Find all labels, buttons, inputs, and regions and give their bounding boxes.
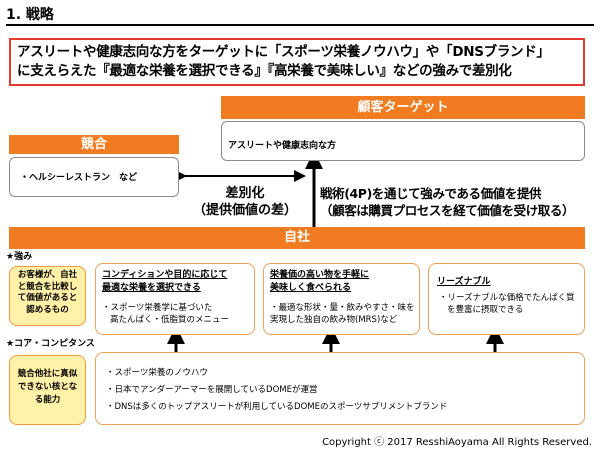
headline-line-2: に支えらえた『最適な栄養を選択できる』『高栄養で美味しい』などの強みで差別化 [17, 63, 512, 79]
customer-target-box: アスリートや健康志向な方 [221, 121, 585, 161]
tactics-label: 戦術(4P)を通じて強みである価値を提供 （顧客は購買プロセスを経て価値を受け取… [320, 185, 598, 219]
strengths-section-label: ★強み [6, 252, 33, 262]
differentiation-label: 差別化 （提供価値の差） [190, 185, 300, 219]
strength-2-desc-2: 実現した独自の飲み物(MRS)など [270, 315, 398, 325]
competitor-item: ・ヘルシーレストラン など [20, 173, 138, 183]
strength-2-title-1: 栄養価の高い物を手軽に [270, 270, 370, 280]
strength-1-title-2: 最適な栄養を選択できる [102, 283, 201, 293]
differentiation-line-1: 差別化 [225, 186, 265, 201]
strengths-side-note: お客様が、自社と競合を比較して価値があると認めるもの [9, 266, 86, 326]
core-item-2: ・日本でアンダーアーマーを展開しているDOMEが運営 [106, 385, 318, 395]
strength-3-desc-2: を豊富に摂取できる [447, 305, 524, 315]
tactics-line-1: 戦術(4P)を通じて強みである価値を提供 [320, 186, 542, 201]
competitor-header: 競合 [9, 135, 179, 154]
strength-card-2: 栄養価の高い物を手軽に 美味しく食べられる ・最適な形状・量・飲みやすさ・味を … [263, 263, 420, 335]
strength-1-title-1: コンディションや目的に応じて [102, 270, 228, 280]
strength-2-desc-1: ・最適な形状・量・飲みやすさ・味を [270, 303, 415, 313]
title-underline [6, 24, 594, 26]
self-header: 自社 [9, 227, 585, 249]
strength-card-3: リーズナブル ・リーズナブルな価格でたんぱく質 を豊富に摂取できる [428, 263, 585, 335]
core-item-3: ・DNSは多くのトップアスリートが利用しているDOMEのスポーツサプリメントブラ… [106, 402, 448, 412]
strength-3-desc-1: ・リーズナブルな価格でたんぱく質 [439, 293, 575, 303]
core-item-1: ・スポーツ栄養のノウハウ [106, 368, 208, 378]
headline-box: アスリートや健康志向な方をターゲットに「スポーツ栄養ノウハウ」や「DNSブランド… [9, 38, 585, 86]
headline-line-1: アスリートや健康志向な方をターゲットに「スポーツ栄養ノウハウ」や「DNSブランド… [17, 44, 550, 60]
strength-3-title-1: リーズナブル [437, 277, 491, 287]
differentiation-line-2: （提供価値の差） [192, 203, 297, 218]
customer-target-item: アスリートや健康志向な方 [228, 141, 337, 151]
competitor-box: ・ヘルシーレストラン など [9, 157, 179, 197]
strength-2-title-2: 美味しく食べられる [270, 283, 352, 293]
page-title: 1. 戦略 [6, 7, 54, 23]
core-section-label: ★コア・コンピタンス [6, 339, 95, 349]
core-box: ・スポーツ栄養のノウハウ ・日本でアンダーアーマーを展開しているDOMEが運営 … [95, 352, 585, 425]
strength-card-1: コンディションや目的に応じて 最適な栄養を選択できる ・スポーツ栄養学に基づいた… [95, 263, 255, 335]
strength-1-desc-2: 高たんぱく・低脂質のメニュー [110, 315, 230, 325]
customer-target-header: 顧客ターゲット [221, 96, 585, 119]
copyright: Copyright ⓒ 2017 ResshiAoyama All Rights… [322, 437, 592, 448]
core-side-note: 競合他社に真似できない核となる能力 [9, 355, 86, 425]
strength-1-desc-1: ・スポーツ栄養学に基づいた [102, 303, 213, 313]
tactics-line-2: （顧客は購買プロセスを経て価値を受け取る） [320, 203, 575, 218]
